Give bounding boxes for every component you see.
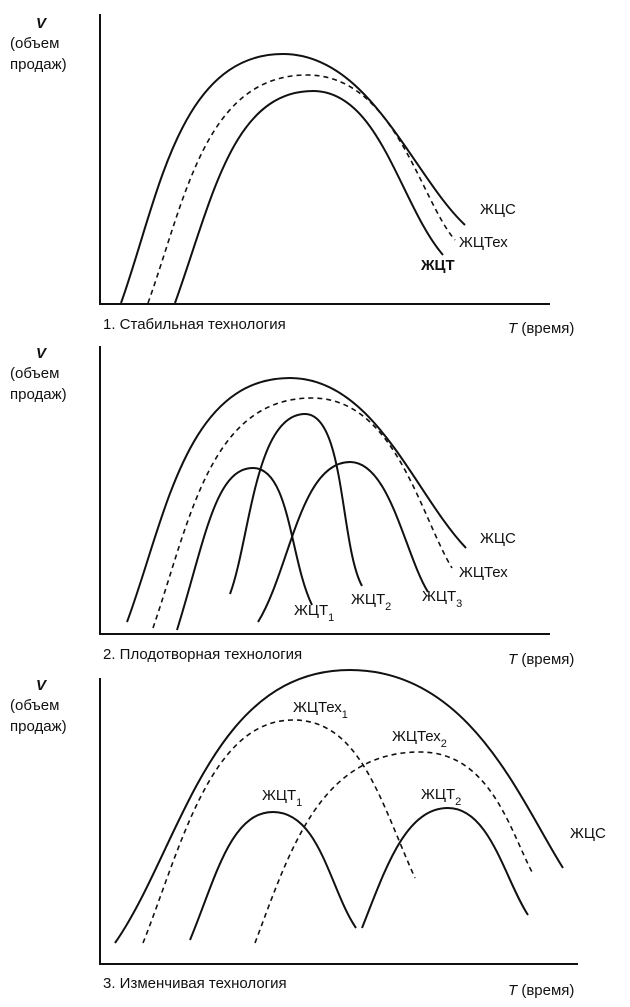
- panel-3-x-text: (время): [521, 982, 574, 999]
- panel-3-label-zhctex1-sub: 1: [342, 709, 348, 721]
- panel-3-curve-zhctex2: [254, 751, 533, 944]
- panel-2-curve-zhct1: [176, 466, 313, 631]
- panel-3-x-label: T (время): [508, 982, 574, 999]
- panel-2-label-zhct2-base: ЖЦТ: [351, 591, 385, 608]
- panel-2-label-zhct1-base: ЖЦТ: [294, 602, 328, 619]
- panel-3-curve-zhct2: [361, 806, 529, 929]
- panel-2-curve-zhct3: [257, 460, 429, 623]
- panel-1-label-zhctex: ЖЦТех: [459, 234, 508, 251]
- panel-2-label-zhct2-sub: 2: [385, 601, 391, 613]
- panel-3-label-zhct1-base: ЖЦТ: [262, 787, 296, 804]
- panel-3-label-zhctex2-sub: 2: [441, 738, 447, 750]
- panel-2-label-zhct3-base: ЖЦТ: [422, 588, 456, 605]
- panel-3-x-var: T: [508, 982, 519, 999]
- panel-3-curve-zhct1: [189, 810, 357, 941]
- panel-1-caption: 1. Стабильная технология: [103, 316, 286, 333]
- panel-1-x-var: T: [508, 320, 519, 337]
- panel-2: V (объем продаж) ЖЦС ЖЦТех ЖЦТ1 ЖЦТ2 ЖЦТ…: [10, 345, 574, 668]
- panel-3-y-label-line2: продаж): [10, 718, 67, 735]
- panel-3-y-label-line1: (объем: [10, 697, 59, 714]
- panel-1-curve-zhctex: [147, 74, 456, 304]
- panel-3-label-zhctex2: ЖЦТех2: [392, 728, 447, 750]
- panel-1-x-text: (время): [521, 320, 574, 337]
- panel-3-curve-zhcs: [114, 668, 564, 944]
- panel-1-axes: [99, 14, 550, 305]
- panel-2-curve-zhctex: [152, 397, 453, 629]
- panel-2-y-var: V: [36, 345, 48, 362]
- panel-2-label-zhct3: ЖЦТ3: [422, 588, 462, 610]
- panel-3-label-zhct1-sub: 1: [296, 797, 302, 809]
- panel-2-label-zhct1-sub: 1: [328, 612, 334, 624]
- panel-2-x-text: (время): [521, 651, 574, 668]
- panel-3-axes: [99, 678, 578, 965]
- panel-3-label-zhct1: ЖЦТ1: [262, 787, 302, 809]
- panel-3-label-zhct2-sub: 2: [455, 796, 461, 808]
- panel-1-x-label: T (время): [508, 320, 574, 337]
- panel-1-y-var: V: [36, 15, 48, 32]
- panel-2-label-zhcs: ЖЦС: [480, 530, 516, 547]
- panel-3-curve-zhctex1: [142, 719, 416, 944]
- panel-3-label-zhctex2-base: ЖЦТех: [392, 728, 441, 745]
- panel-1-label-zhct: ЖЦТ: [420, 257, 455, 274]
- panel-3-y-var: V: [36, 677, 48, 694]
- panel-3-label-zhct2-base: ЖЦТ: [421, 786, 455, 803]
- panel-3: V (объем продаж) ЖЦС ЖЦТех1 ЖЦТех2 ЖЦТ1 …: [10, 668, 606, 999]
- panel-2-caption: 2. Плодотворная технология: [103, 646, 302, 663]
- panel-3-label-zhct2: ЖЦТ2: [421, 786, 461, 808]
- panel-1-y-label-line1: (объем: [10, 35, 59, 52]
- panel-3-caption: 3. Изменчивая технология: [103, 975, 287, 992]
- panel-1-curve-zhct: [174, 89, 444, 304]
- panel-2-axes: [99, 346, 550, 635]
- panel-2-curve-zhct2: [229, 412, 363, 595]
- panel-1-label-zhcs: ЖЦС: [480, 201, 516, 218]
- panel-3-label-zhctex1-base: ЖЦТех: [293, 699, 342, 716]
- panel-1: V (объем продаж) ЖЦС ЖЦТех ЖЦТ 1. Стабил…: [10, 14, 574, 337]
- panel-2-y-label-line2: продаж): [10, 386, 67, 403]
- panel-1-curve-zhcs: [120, 52, 466, 304]
- panel-3-label-zhcs: ЖЦС: [570, 825, 606, 842]
- panel-2-y-label-line1: (объем: [10, 365, 59, 382]
- panel-2-label-zhct2: ЖЦТ2: [351, 591, 391, 613]
- panel-1-y-label-line2: продаж): [10, 56, 67, 73]
- panel-2-x-var: T: [508, 651, 519, 668]
- panel-2-label-zhct1: ЖЦТ1: [294, 602, 334, 624]
- panel-2-label-zhctex: ЖЦТех: [459, 564, 508, 581]
- panel-2-x-label: T (время): [508, 651, 574, 668]
- panel-2-label-zhct3-sub: 3: [456, 598, 462, 610]
- panel-2-curve-zhcs: [126, 376, 467, 623]
- panel-3-label-zhctex1: ЖЦТех1: [293, 699, 348, 721]
